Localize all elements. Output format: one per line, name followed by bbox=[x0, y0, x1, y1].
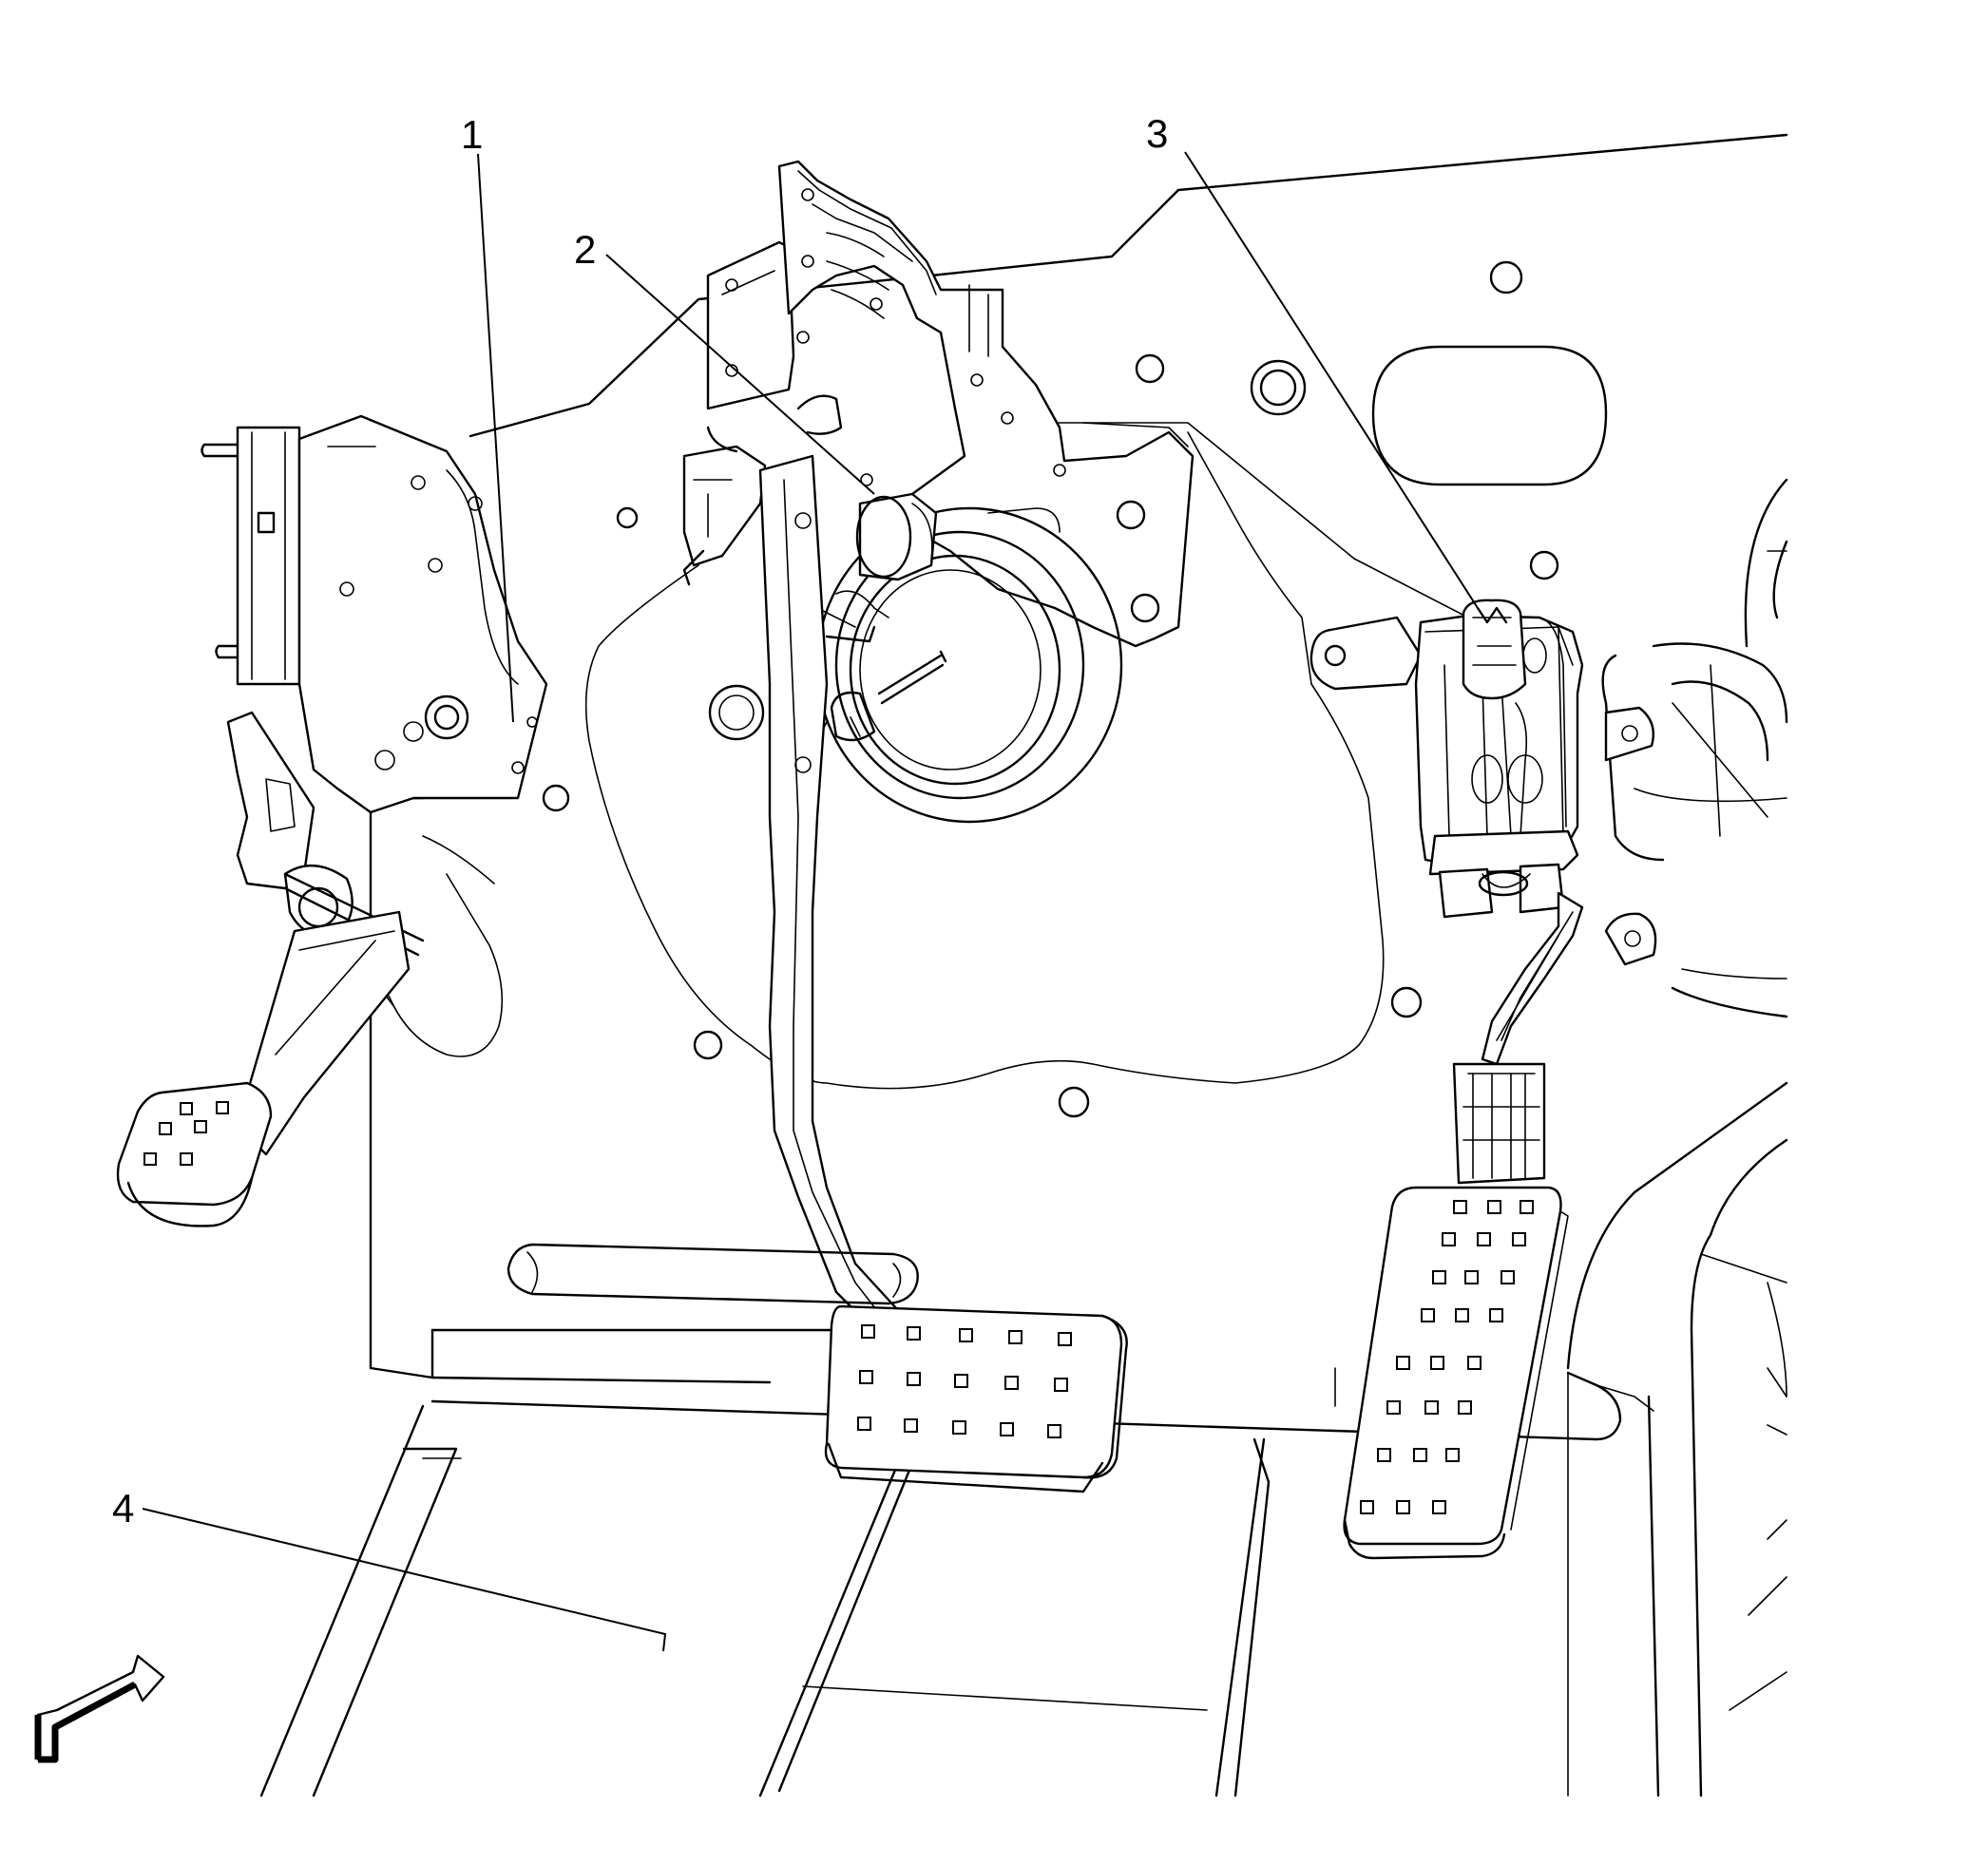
accel-pad-square bbox=[1445, 1448, 1460, 1462]
brake-pad-square bbox=[1054, 1378, 1068, 1392]
callout-leaders bbox=[142, 151, 1479, 1652]
accel-pad-square bbox=[1467, 1356, 1481, 1370]
park-pad-square bbox=[143, 1152, 157, 1166]
callout-label-1: 1 bbox=[461, 112, 483, 157]
accel-pad-square bbox=[1360, 1500, 1374, 1514]
accel-pad-square bbox=[1453, 1200, 1467, 1214]
brake-pad-square bbox=[1058, 1332, 1072, 1346]
accelerator-pedal-assembly bbox=[1309, 599, 1584, 1560]
accel-pad-square bbox=[1458, 1400, 1472, 1415]
brake-pad-square bbox=[1000, 1422, 1014, 1436]
accel-pad-square bbox=[1455, 1308, 1469, 1322]
accel-pad-square bbox=[1432, 1270, 1446, 1284]
brake-pedal-pad bbox=[824, 1304, 1128, 1493]
accel-pad-square bbox=[1520, 1200, 1534, 1214]
callout-2-leader bbox=[605, 254, 875, 495]
park-brake-pedal-assembly bbox=[116, 414, 548, 1227]
brake-pad-square bbox=[907, 1372, 921, 1386]
park-pad-square bbox=[216, 1101, 229, 1114]
accel-pad-square bbox=[1396, 1500, 1410, 1514]
accel-pad-square bbox=[1386, 1400, 1401, 1415]
park-pad-square bbox=[159, 1122, 172, 1135]
accel-pad-square bbox=[1424, 1400, 1439, 1415]
accel-pad-square bbox=[1501, 1270, 1515, 1284]
brake-pedal-bracket bbox=[682, 160, 1195, 1332]
accel-pad-square bbox=[1421, 1308, 1435, 1322]
park-pad-square bbox=[194, 1120, 207, 1133]
park-pad-square bbox=[180, 1152, 193, 1166]
park-pad-square bbox=[180, 1102, 193, 1115]
callout-label-3: 3 bbox=[1146, 111, 1168, 156]
brake-pad-square bbox=[1008, 1330, 1023, 1344]
accel-pad-square bbox=[1489, 1308, 1503, 1322]
accel-pad-square bbox=[1442, 1232, 1456, 1246]
accel-pad-square bbox=[1377, 1448, 1391, 1462]
forward-direction-arrow-icon bbox=[34, 1654, 165, 1763]
brake-pad-square bbox=[861, 1324, 875, 1339]
brake-pad-square bbox=[857, 1417, 871, 1431]
dash-panel bbox=[259, 133, 1788, 1797]
brake-pad-square bbox=[952, 1420, 966, 1435]
brake-pad-square bbox=[859, 1370, 873, 1384]
accel-pad-square bbox=[1432, 1500, 1446, 1514]
brake-pad-square bbox=[904, 1418, 918, 1433]
brake-pad-square bbox=[907, 1326, 921, 1341]
callout-label-2: 2 bbox=[574, 227, 596, 272]
accel-pad-square bbox=[1464, 1270, 1479, 1284]
accel-pad-square bbox=[1487, 1200, 1501, 1214]
callout-label-4: 4 bbox=[112, 1486, 134, 1531]
accel-pad-square bbox=[1477, 1232, 1491, 1246]
callout-1-leader bbox=[477, 153, 514, 723]
callout-3-leader bbox=[1184, 151, 1479, 609]
accel-pad-square bbox=[1413, 1448, 1427, 1462]
accel-pad-square bbox=[1396, 1356, 1410, 1370]
accel-pad-square bbox=[1430, 1356, 1444, 1370]
brake-pad-square bbox=[1004, 1376, 1019, 1390]
brake-pad-square bbox=[959, 1328, 973, 1342]
brake-pad-square bbox=[954, 1374, 968, 1388]
accel-pad-square bbox=[1512, 1232, 1526, 1246]
callout-4-leader bbox=[142, 1508, 667, 1652]
floor-slot bbox=[507, 1243, 919, 1305]
brake-pad-square bbox=[1047, 1424, 1061, 1438]
callout-labels: 1 2 3 4 bbox=[112, 111, 1168, 1531]
